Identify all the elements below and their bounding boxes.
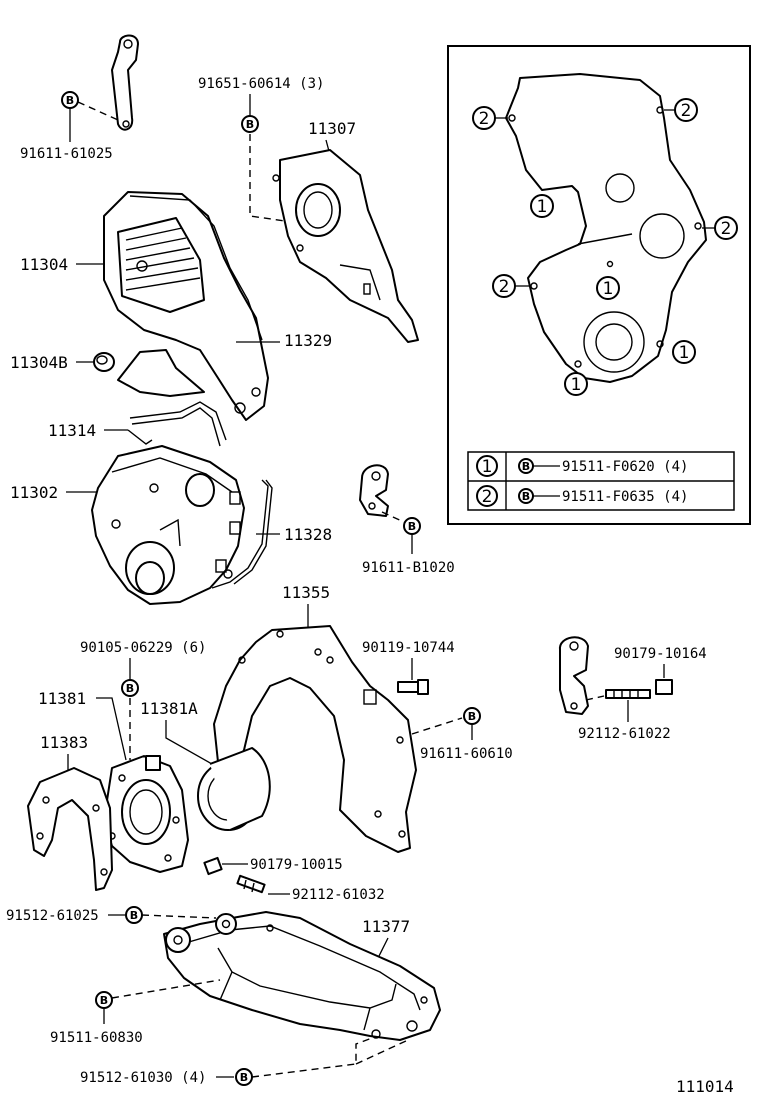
gasket-11314	[127, 401, 227, 447]
svg-text:B: B	[100, 994, 108, 1007]
label-11377: 11377	[362, 917, 410, 936]
plug-11304B	[93, 352, 115, 372]
label-11381A: 11381A	[140, 699, 198, 718]
label-91512-61025: 91512-61025	[6, 908, 99, 924]
bolt-symbol: B	[61, 91, 79, 109]
label-11381: 11381	[38, 689, 86, 708]
callout-1: 1	[672, 340, 696, 364]
callout-1: 1	[530, 194, 554, 218]
svg-text:91511-F0635 (4): 91511-F0635 (4)	[562, 489, 688, 505]
svg-text:2: 2	[482, 487, 493, 507]
label-90105-06229: 90105-06229 (6)	[80, 640, 206, 656]
label-91611-60610: 91611-60610	[420, 746, 513, 762]
oil-seal-retainer-11381	[103, 755, 189, 873]
svg-text:B: B	[246, 118, 254, 131]
svg-text:B: B	[66, 94, 74, 107]
svg-text:2: 2	[479, 109, 490, 129]
label-11383: 11383	[40, 733, 88, 752]
nut-90179-10164	[655, 679, 673, 695]
label-11355: 11355	[282, 583, 330, 602]
svg-text:B: B	[408, 520, 416, 533]
legend-row-1: 1 B 91511-F0620 (4)	[476, 455, 688, 477]
callout-2: 2	[674, 98, 698, 122]
svg-text:B: B	[130, 909, 138, 922]
label-90179-10164: 90179-10164	[614, 646, 707, 662]
label-11304B: 11304B	[10, 353, 68, 372]
svg-text:1: 1	[482, 457, 493, 477]
label-90119-10744: 90119-10744	[362, 640, 455, 656]
label-11329: 11329	[284, 331, 332, 350]
svg-text:2: 2	[499, 277, 510, 297]
hook-bracket-middle	[359, 464, 389, 517]
label-91511-60830: 91511-60830	[50, 1030, 143, 1046]
label-11307: 11307	[308, 119, 356, 138]
bolt-symbol: B	[121, 679, 139, 697]
timing-cover-11302	[91, 445, 245, 605]
callout-2: 2	[492, 274, 516, 298]
label-91651-60614: 91651-60614 (3)	[198, 76, 324, 92]
gasket-11383	[27, 767, 113, 891]
bolt-symbol: B	[125, 906, 143, 924]
bolt-symbol: B	[463, 707, 481, 725]
label-90179-10015: 90179-10015	[250, 857, 343, 873]
callout-1: 1	[596, 276, 620, 300]
svg-text:1: 1	[679, 343, 690, 363]
nut-90179-10015	[203, 856, 223, 876]
label-11304: 11304	[20, 255, 68, 274]
callout-2: 2	[472, 106, 496, 130]
label-11328: 11328	[284, 525, 332, 544]
svg-text:2: 2	[681, 101, 692, 121]
timing-cover-11307	[272, 149, 419, 343]
end-plate-11355	[213, 625, 417, 853]
svg-text:B: B	[240, 1071, 248, 1084]
label-11314: 11314	[48, 421, 96, 440]
label-91611-B1020: 91611-B1020	[362, 560, 455, 576]
legend-row-2: 2 B 91511-F0635 (4)	[476, 485, 688, 507]
bolt-symbol: B	[95, 991, 113, 1009]
svg-text:B: B	[126, 682, 134, 695]
label-91611-61025: 91611-61025	[20, 146, 113, 162]
label-91512-61030: 91512-61030 (4)	[80, 1070, 206, 1086]
illustration-id: 111014	[676, 1077, 734, 1096]
timing-cover-11304	[103, 191, 269, 421]
legend-table: 1 B 91511-F0620 (4) 2 B 91511-F0635 (4)	[467, 451, 735, 511]
callout-1: 1	[564, 372, 588, 396]
gasket-11328	[211, 479, 273, 589]
svg-text:1: 1	[537, 197, 548, 217]
hook-bracket-right	[558, 636, 589, 715]
svg-text:2: 2	[721, 219, 732, 239]
bolt-90119-10744	[397, 679, 429, 695]
bolt-symbol: B	[403, 517, 421, 535]
stud-92112-61032	[236, 874, 266, 894]
svg-text:1: 1	[571, 375, 582, 395]
svg-text:B: B	[468, 710, 476, 723]
svg-text:91511-F0620 (4): 91511-F0620 (4)	[562, 459, 688, 475]
callout-2: 2	[714, 216, 738, 240]
hook-bracket-top	[111, 34, 139, 131]
oil-seal-11381A	[197, 747, 271, 831]
stud-92112-61022	[605, 689, 651, 699]
bolt-symbol: B	[235, 1068, 253, 1086]
svg-text:1: 1	[603, 279, 614, 299]
label-11302: 11302	[10, 483, 58, 502]
svg-text:B: B	[522, 490, 530, 503]
cover-11377	[163, 911, 441, 1041]
label-92112-61022: 92112-61022	[578, 726, 671, 742]
bolt-symbol: B	[241, 115, 259, 133]
bolt-position-inset: 2 2 1 2 2 1 1 1	[447, 45, 751, 525]
label-92112-61032: 92112-61032	[292, 887, 385, 903]
svg-text:B: B	[522, 460, 530, 473]
